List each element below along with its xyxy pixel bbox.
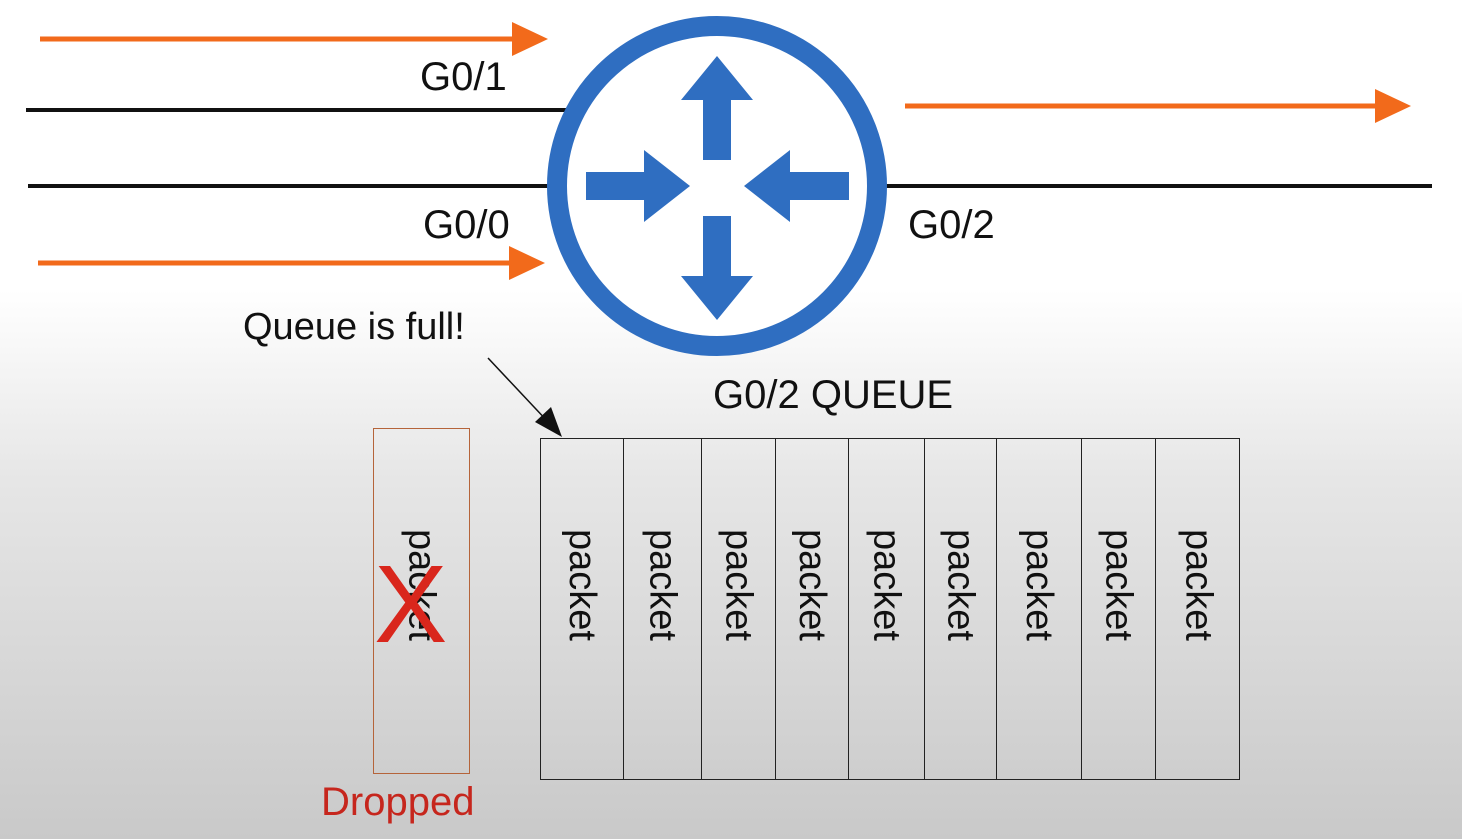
- queue-slot: packet: [702, 439, 776, 779]
- queue-slot: packet: [925, 439, 997, 779]
- router-icon: [547, 16, 887, 356]
- packet-label: packet: [561, 529, 603, 641]
- pointer-arrow: [487, 357, 562, 437]
- queue-slot: packet: [849, 439, 925, 779]
- interface-label-g00: G0/0: [423, 203, 510, 247]
- queue-slot: packet: [541, 439, 624, 779]
- packet-label: packet: [865, 529, 908, 641]
- interface-queue: packet packet packet packet packet packe…: [540, 438, 1240, 780]
- queue-slot: packet: [776, 439, 849, 779]
- packet-label: packet: [717, 529, 760, 641]
- queue-slot: packet: [624, 439, 702, 779]
- interface-label-g01: G0/1: [420, 55, 507, 99]
- packet-label: packet: [1018, 529, 1060, 641]
- packet-label: packet: [791, 529, 833, 641]
- traffic-arrow-icon: [38, 246, 545, 280]
- packet-label: packet: [1097, 529, 1140, 641]
- queue-slot: packet: [1082, 439, 1156, 779]
- queue-title: G0/2 QUEUE: [713, 373, 954, 417]
- dropped-label: Dropped: [321, 780, 475, 824]
- packet-label: packet: [939, 529, 982, 641]
- queue-full-annotation: Queue is full!: [243, 306, 465, 348]
- packet-label: packet: [641, 529, 684, 641]
- packet-label: packet: [1177, 529, 1220, 641]
- traffic-arrow-icon: [905, 89, 1411, 123]
- traffic-arrow-icon: [40, 22, 548, 56]
- x-mark-icon: X: [374, 543, 448, 666]
- dropped-packet-label: packet: [400, 529, 443, 641]
- queue-slot: packet: [997, 439, 1082, 779]
- dropped-packet-box: packet: [373, 428, 470, 774]
- interface-label-g02: G0/2: [908, 203, 995, 247]
- queue-slot: packet: [1156, 439, 1241, 779]
